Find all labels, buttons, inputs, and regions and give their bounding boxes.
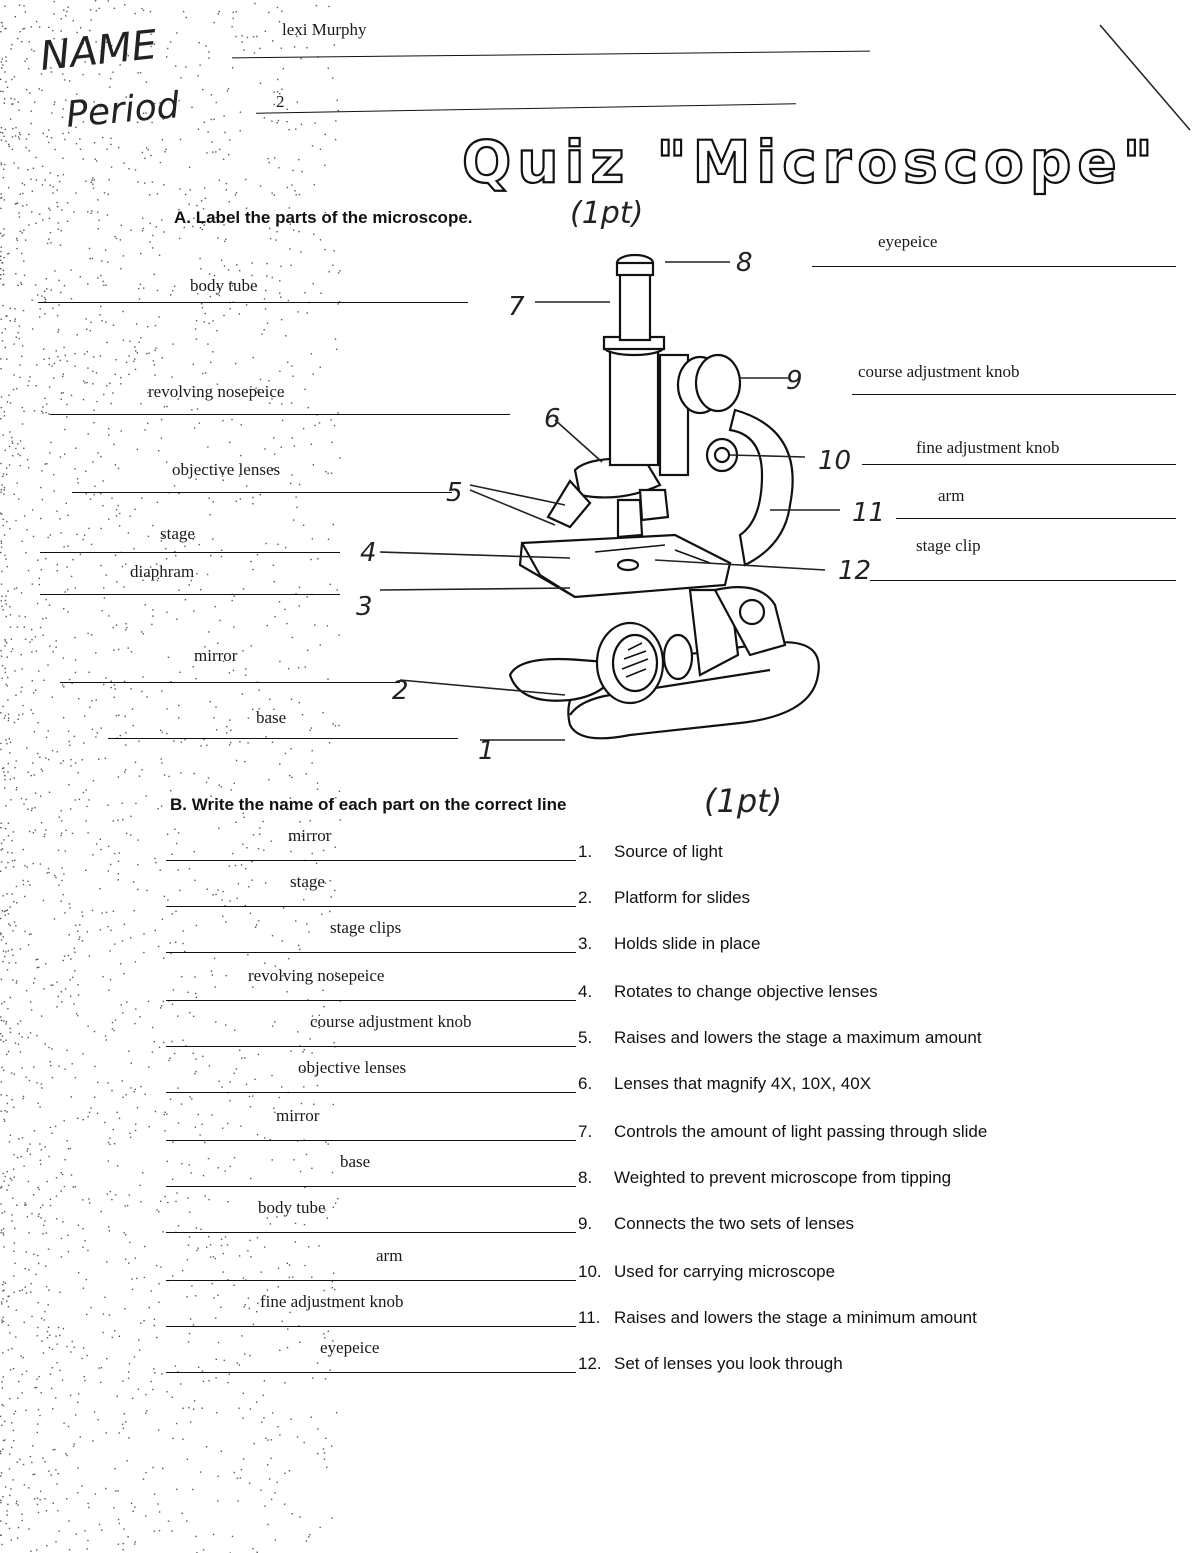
question-answer[interactable]: fine adjustment knob (260, 1292, 404, 1311)
diagram-number-7: 7 (508, 292, 525, 322)
section-a-points: (1pt) (570, 196, 644, 231)
part-answer-12[interactable]: stage clip (916, 536, 981, 555)
part-answer-line-8 (812, 266, 1176, 267)
question-description: Raises and lowers the stage a minimum am… (614, 1308, 977, 1327)
question-answer[interactable]: eyepeice (320, 1338, 380, 1357)
question-description: Platform for slides (614, 888, 751, 907)
quiz-title: Quiz "Microscope" (461, 127, 1159, 197)
part-answer-line-4 (40, 552, 340, 553)
question-description: Set of lenses you look through (614, 1354, 843, 1373)
answer-line (166, 906, 576, 907)
section-b-points: (1pt) (704, 782, 783, 820)
diagram-number-8: 8 (736, 248, 753, 278)
question-number: 11. (578, 1308, 601, 1327)
question-answer[interactable]: course adjustment knob (310, 1012, 472, 1031)
diagram-number-10: 10 (818, 446, 852, 476)
question-number: 5. (578, 1028, 593, 1047)
question-answer[interactable]: body tube (258, 1198, 326, 1217)
question-number: 8. (578, 1168, 593, 1187)
part-answer-line-5 (72, 492, 452, 493)
diagram-number-6: 6 (544, 404, 561, 434)
answer-line (166, 1000, 576, 1001)
question-number: 9. (578, 1214, 593, 1233)
answer-line (166, 1280, 576, 1281)
part-answer-10[interactable]: fine adjustment knob (916, 438, 1060, 457)
part-answer-line-1 (108, 738, 458, 739)
diagram-number-5: 5 (446, 478, 463, 508)
part-answer-line-11 (896, 518, 1176, 519)
question-number: 7. (578, 1122, 593, 1141)
part-answer-3[interactable]: diaphram (130, 562, 195, 581)
question-number: 2. (578, 888, 593, 907)
part-answer-9[interactable]: course adjustment knob (858, 362, 1020, 381)
question-answer[interactable]: revolving nosepeice (248, 966, 385, 985)
part-answer-line-10 (862, 464, 1176, 465)
question-answer[interactable]: stage (290, 872, 325, 891)
question-description: Raises and lowers the stage a maximum am… (614, 1028, 982, 1047)
question-description: Source of light (614, 842, 723, 861)
diagram-number-9: 9 (786, 366, 803, 396)
part-answer-6[interactable]: revolving nosepeice (148, 382, 285, 401)
diagram-number-4: 4 (360, 538, 377, 568)
part-answer-line-7 (38, 302, 468, 303)
diagram-number-2: 2 (392, 676, 409, 706)
part-answer-line-12 (870, 580, 1176, 581)
answer-line (166, 1186, 576, 1187)
part-answer-5[interactable]: objective lenses (172, 460, 281, 479)
question-number: 10. (578, 1262, 602, 1281)
answer-line (166, 1092, 576, 1093)
diagram-number-11: 11 (852, 498, 886, 528)
part-answer-line-2 (60, 682, 400, 683)
section-a-heading: A. Label the parts of the microscope. (174, 208, 473, 227)
question-number: 6. (578, 1074, 593, 1093)
question-description: Lenses that magnify 4X, 10X, 40X (614, 1074, 872, 1093)
part-answer-line-3 (40, 594, 340, 595)
period-value: 2 (276, 92, 285, 111)
part-answer-line-9 (852, 394, 1176, 395)
microscope-diagram (508, 253, 820, 740)
answer-line (166, 1232, 576, 1233)
question-description: Controls the amount of light passing thr… (614, 1122, 988, 1141)
scan-corner-stroke (1099, 24, 1191, 131)
part-answer-line-6 (50, 414, 510, 415)
answer-line (166, 860, 576, 861)
part-answer-4[interactable]: stage (160, 524, 195, 543)
diagram-number-1: 1 (478, 736, 495, 766)
question-description: Used for carrying microscope (614, 1262, 836, 1281)
part-answer-7[interactable]: body tube (190, 276, 258, 295)
diagram-number-3: 3 (356, 592, 373, 622)
question-answer[interactable]: objective lenses (298, 1058, 407, 1077)
question-number: 4. (578, 982, 593, 1001)
question-answer[interactable]: base (340, 1152, 371, 1171)
diagram-number-12: 12 (838, 556, 872, 586)
question-description: Rotates to change objective lenses (614, 982, 878, 1001)
question-number: 3. (578, 934, 593, 953)
answer-line (166, 1046, 576, 1047)
scan-speckle-noise (0, 0, 342, 1553)
question-description: Weighted to prevent microscope from tipp… (614, 1168, 952, 1187)
part-answer-8[interactable]: eyepeice (878, 232, 938, 251)
name-value: lexi Murphy (282, 20, 367, 39)
answer-line (166, 1372, 576, 1373)
part-answer-11[interactable]: arm (938, 486, 965, 505)
question-number: 12. (578, 1354, 602, 1373)
answer-line (166, 952, 576, 953)
question-description: Connects the two sets of lenses (614, 1214, 855, 1233)
part-answer-1[interactable]: base (256, 708, 287, 727)
question-answer[interactable]: mirror (276, 1106, 320, 1125)
question-answer[interactable]: stage clips (330, 918, 402, 937)
question-description: Holds slide in place (614, 934, 761, 953)
answer-line (166, 1140, 576, 1141)
question-answer[interactable]: arm (376, 1246, 403, 1265)
question-answer[interactable]: mirror (288, 826, 332, 845)
part-answer-2[interactable]: mirror (194, 646, 238, 665)
question-number: 1. (578, 842, 593, 861)
answer-line (166, 1326, 576, 1327)
diagram-pointer-lines (379, 261, 840, 741)
section-b-heading: B. Write the name of each part on the co… (170, 795, 567, 814)
